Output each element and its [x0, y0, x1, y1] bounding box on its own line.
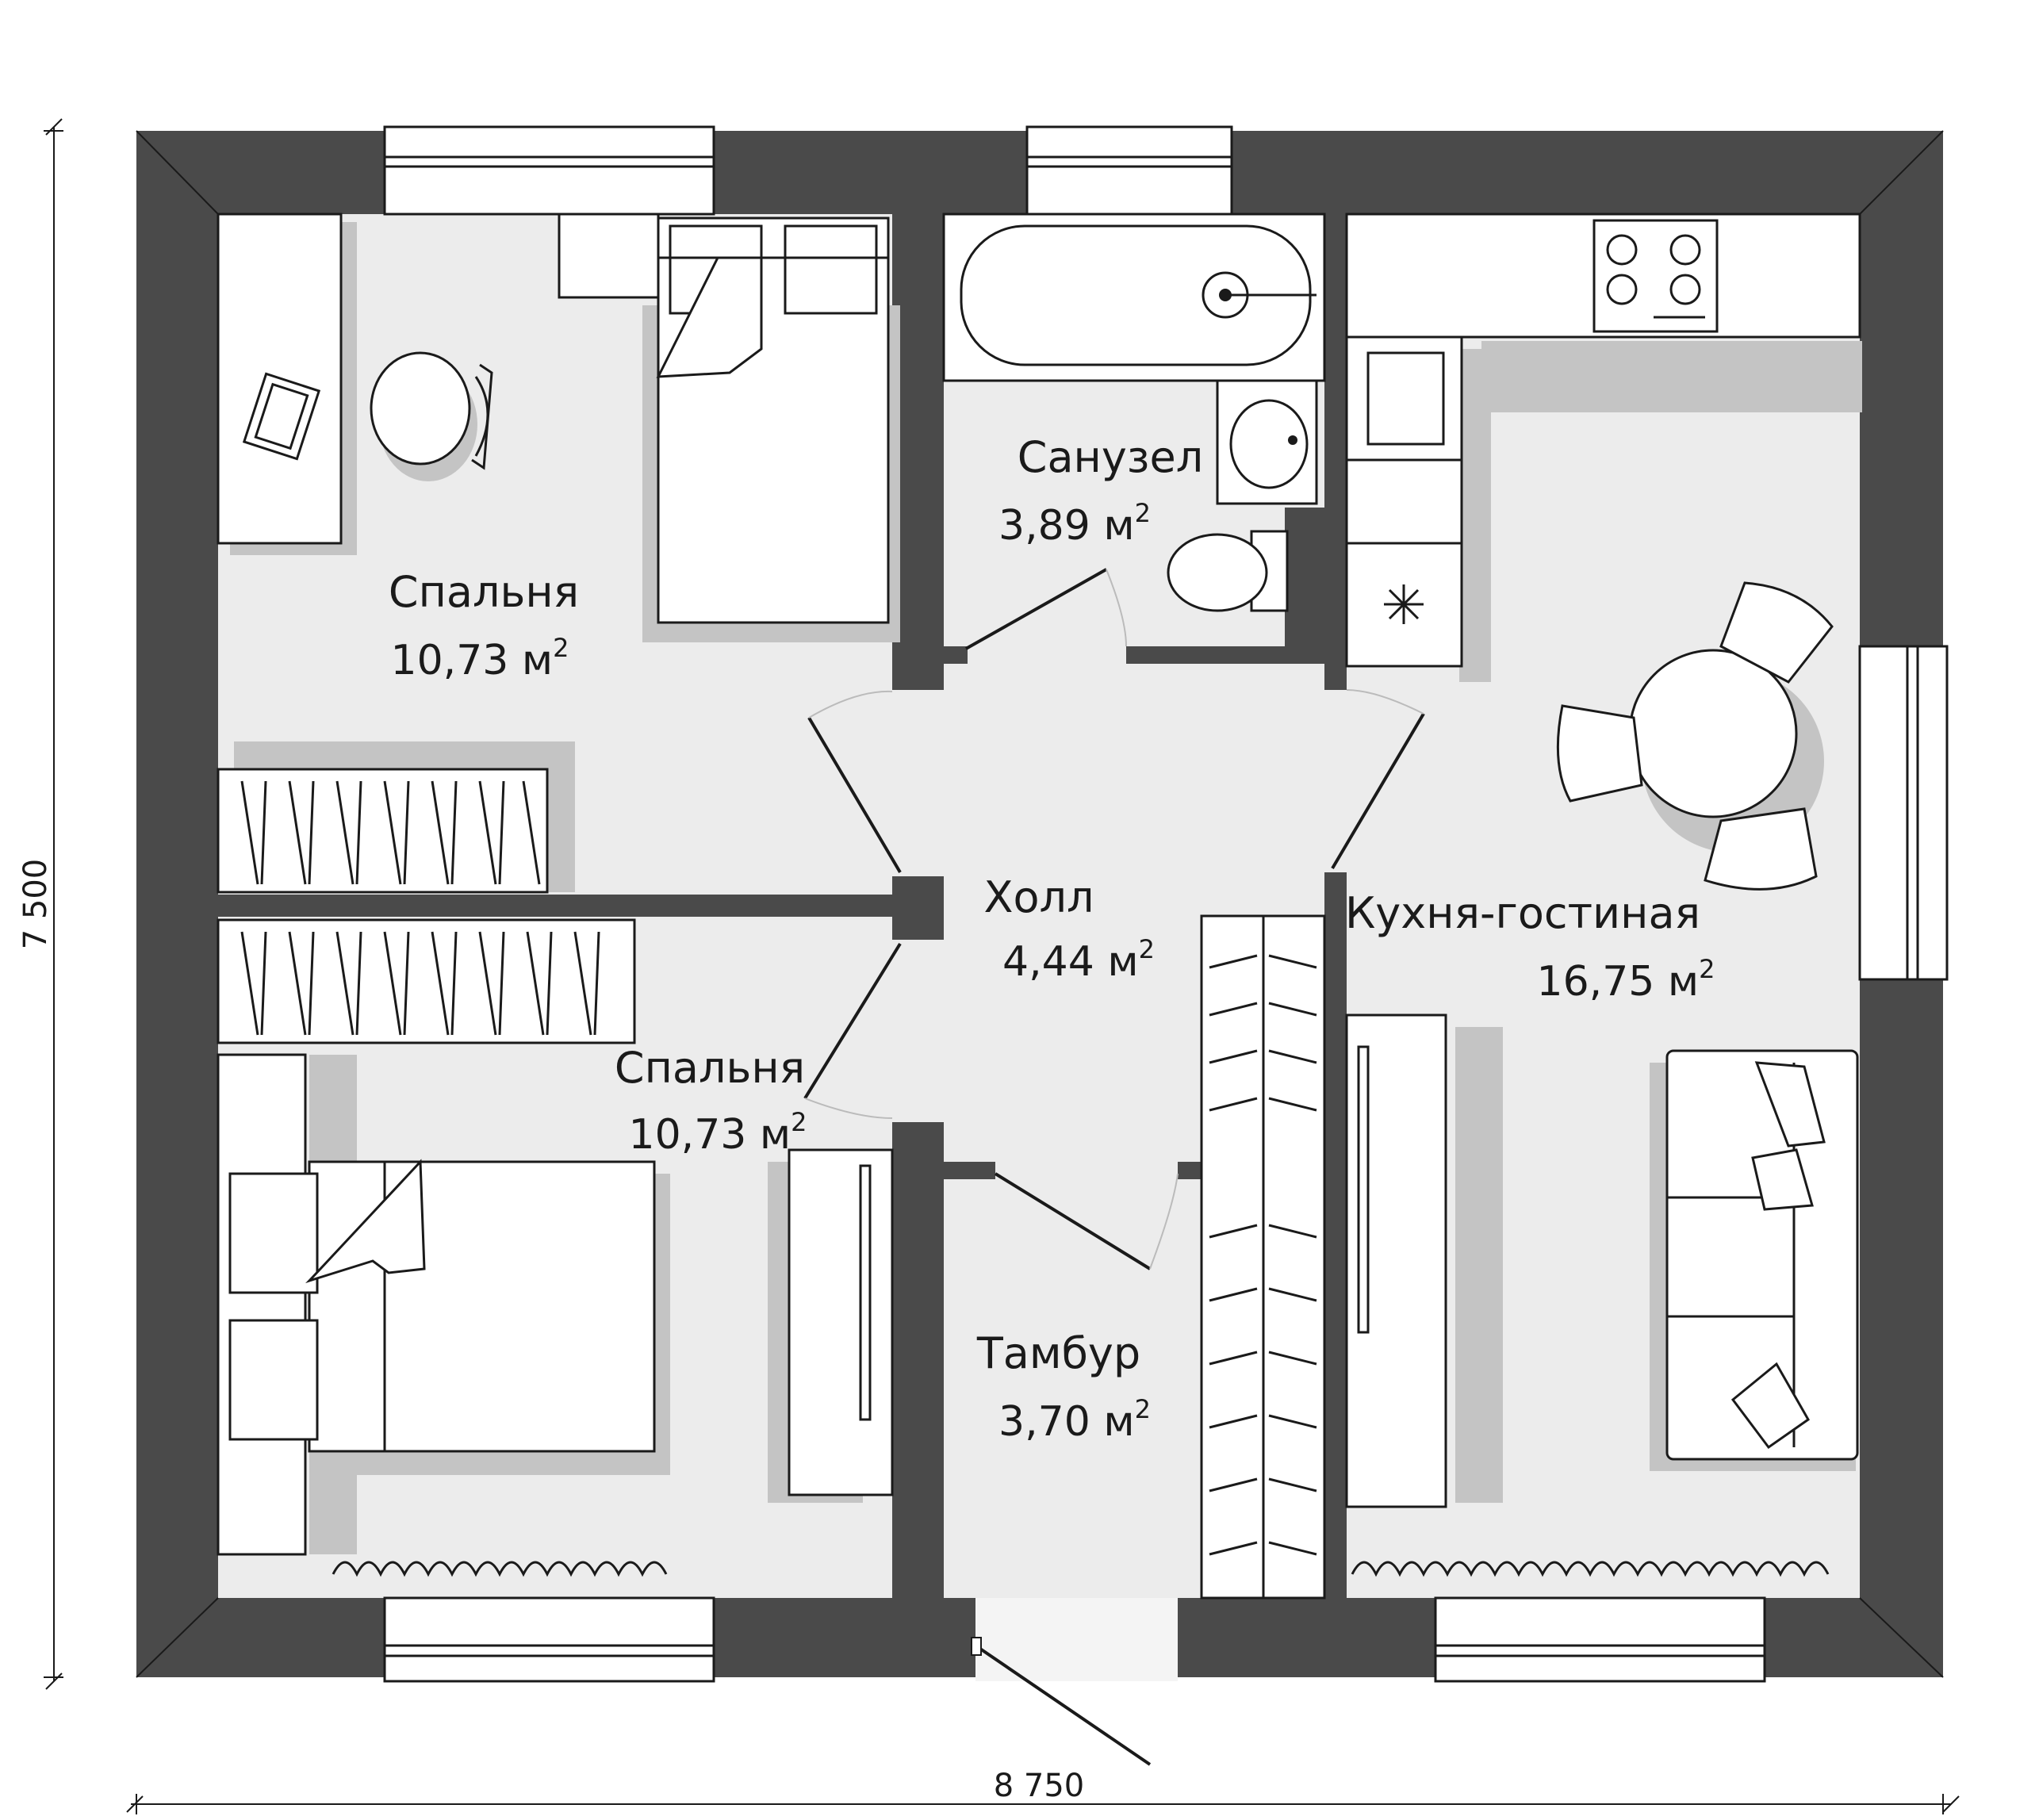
snowflake-icon: [1384, 584, 1424, 624]
area-vestibule: 3,70 м2: [998, 1394, 1151, 1446]
window-bottom-right: [1434, 1596, 1766, 1683]
wardrobe-bottom: [217, 918, 636, 1044]
dimension-lines: 7 500 8 750: [17, 118, 1960, 1814]
label-vestibule: Тамбур: [976, 1328, 1140, 1378]
wardrobe-hatch-bottom: [240, 931, 600, 1036]
dining-table-icon: [1556, 581, 1834, 891]
bathroom-furniture: [942, 213, 1326, 612]
dimension-height: 7 500: [17, 859, 54, 950]
label-kitchen-living: Кухня-гостиная: [1345, 888, 1700, 938]
label-bedroom-top: Спальня: [389, 567, 579, 617]
office-chair-icon: [370, 351, 493, 481]
door-bedroom-top: [807, 716, 902, 874]
room-labels: Спальня 10,73 м2 Санузел 3,89 м2 Холл 4,…: [389, 432, 1715, 1446]
bathtub: [942, 213, 1326, 382]
living-furniture: [1345, 1013, 1859, 1577]
door-vestibule: [994, 1172, 1152, 1270]
cushion-icon: [1754, 1061, 1826, 1148]
area-bedroom-top: 10,73 м2: [391, 633, 569, 684]
area-bedroom-bottom: 10,73 м2: [629, 1107, 807, 1159]
area-bathroom: 3,89 м2: [998, 498, 1151, 550]
tv-living-icon: [1357, 1045, 1370, 1334]
bedroom-bottom-furniture: [217, 918, 894, 1577]
window-right: [1858, 645, 1949, 981]
curtain-bottom-left: [332, 1561, 668, 1577]
wardrobe-top: [217, 768, 549, 894]
area-hall: 4,44 м2: [1002, 934, 1155, 986]
stove-icon: [1592, 219, 1719, 333]
window-bottom-left: [383, 1596, 715, 1683]
wardrobe-hatch-hall: [1209, 954, 1317, 1556]
hall-wardrobe: [1200, 914, 1326, 1600]
sofa: [1665, 1049, 1859, 1461]
bed-bottom: [308, 1160, 656, 1453]
door-kitchen: [1331, 712, 1425, 870]
window-top-left: [383, 125, 715, 216]
label-bathroom: Санузел: [1018, 432, 1204, 482]
toilet-icon: [1167, 530, 1289, 612]
wardrobe-hatch-top: [240, 780, 541, 885]
bedroom-top-furniture: [217, 213, 900, 894]
sink: [1216, 379, 1318, 505]
window-top-right: [1025, 125, 1233, 216]
entrance-opening: [971, 1598, 1178, 1766]
label-bedroom-bottom: Спальня: [615, 1043, 805, 1093]
door-bedroom-bottom: [803, 942, 902, 1100]
windows: [383, 125, 1949, 1683]
door-bathroom: [965, 568, 1107, 650]
doors: [803, 568, 1425, 1270]
area-kitchen-living: 16,75 м2: [1537, 954, 1715, 1006]
laptop-icon: [242, 372, 321, 461]
kitchen-furniture: [1345, 213, 1862, 891]
tv-icon: [859, 1164, 872, 1421]
curtain-bottom-right: [1351, 1561, 1830, 1577]
dimension-width: 8 750: [994, 1768, 1085, 1804]
label-hall: Холл: [983, 872, 1094, 922]
tv-stand: [788, 1148, 894, 1496]
